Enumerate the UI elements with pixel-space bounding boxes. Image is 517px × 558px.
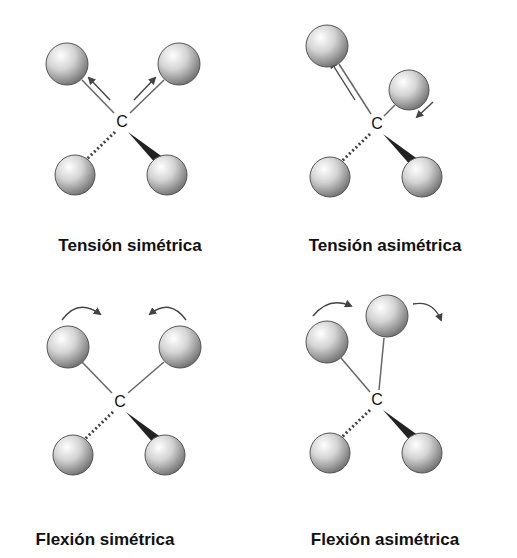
figure-caption: Tensión asimétrica: [309, 236, 462, 256]
figure-caption: Flexión asimétrica: [311, 530, 459, 550]
atom-symbol: C: [371, 390, 383, 409]
asymmetric-stretch-figure: [306, 25, 442, 197]
symmetric-stretch-figure: [46, 43, 200, 195]
asymmetric-bend-figure: [306, 295, 442, 473]
atom-symbol: C: [114, 392, 126, 411]
figure-caption: Flexión simétrica: [36, 530, 175, 550]
atom-symbol: C: [371, 114, 383, 133]
symmetric-bend-figure: [47, 307, 201, 475]
atom-symbol: C: [116, 112, 128, 131]
figure-caption: Tensión simétrica: [58, 236, 201, 256]
